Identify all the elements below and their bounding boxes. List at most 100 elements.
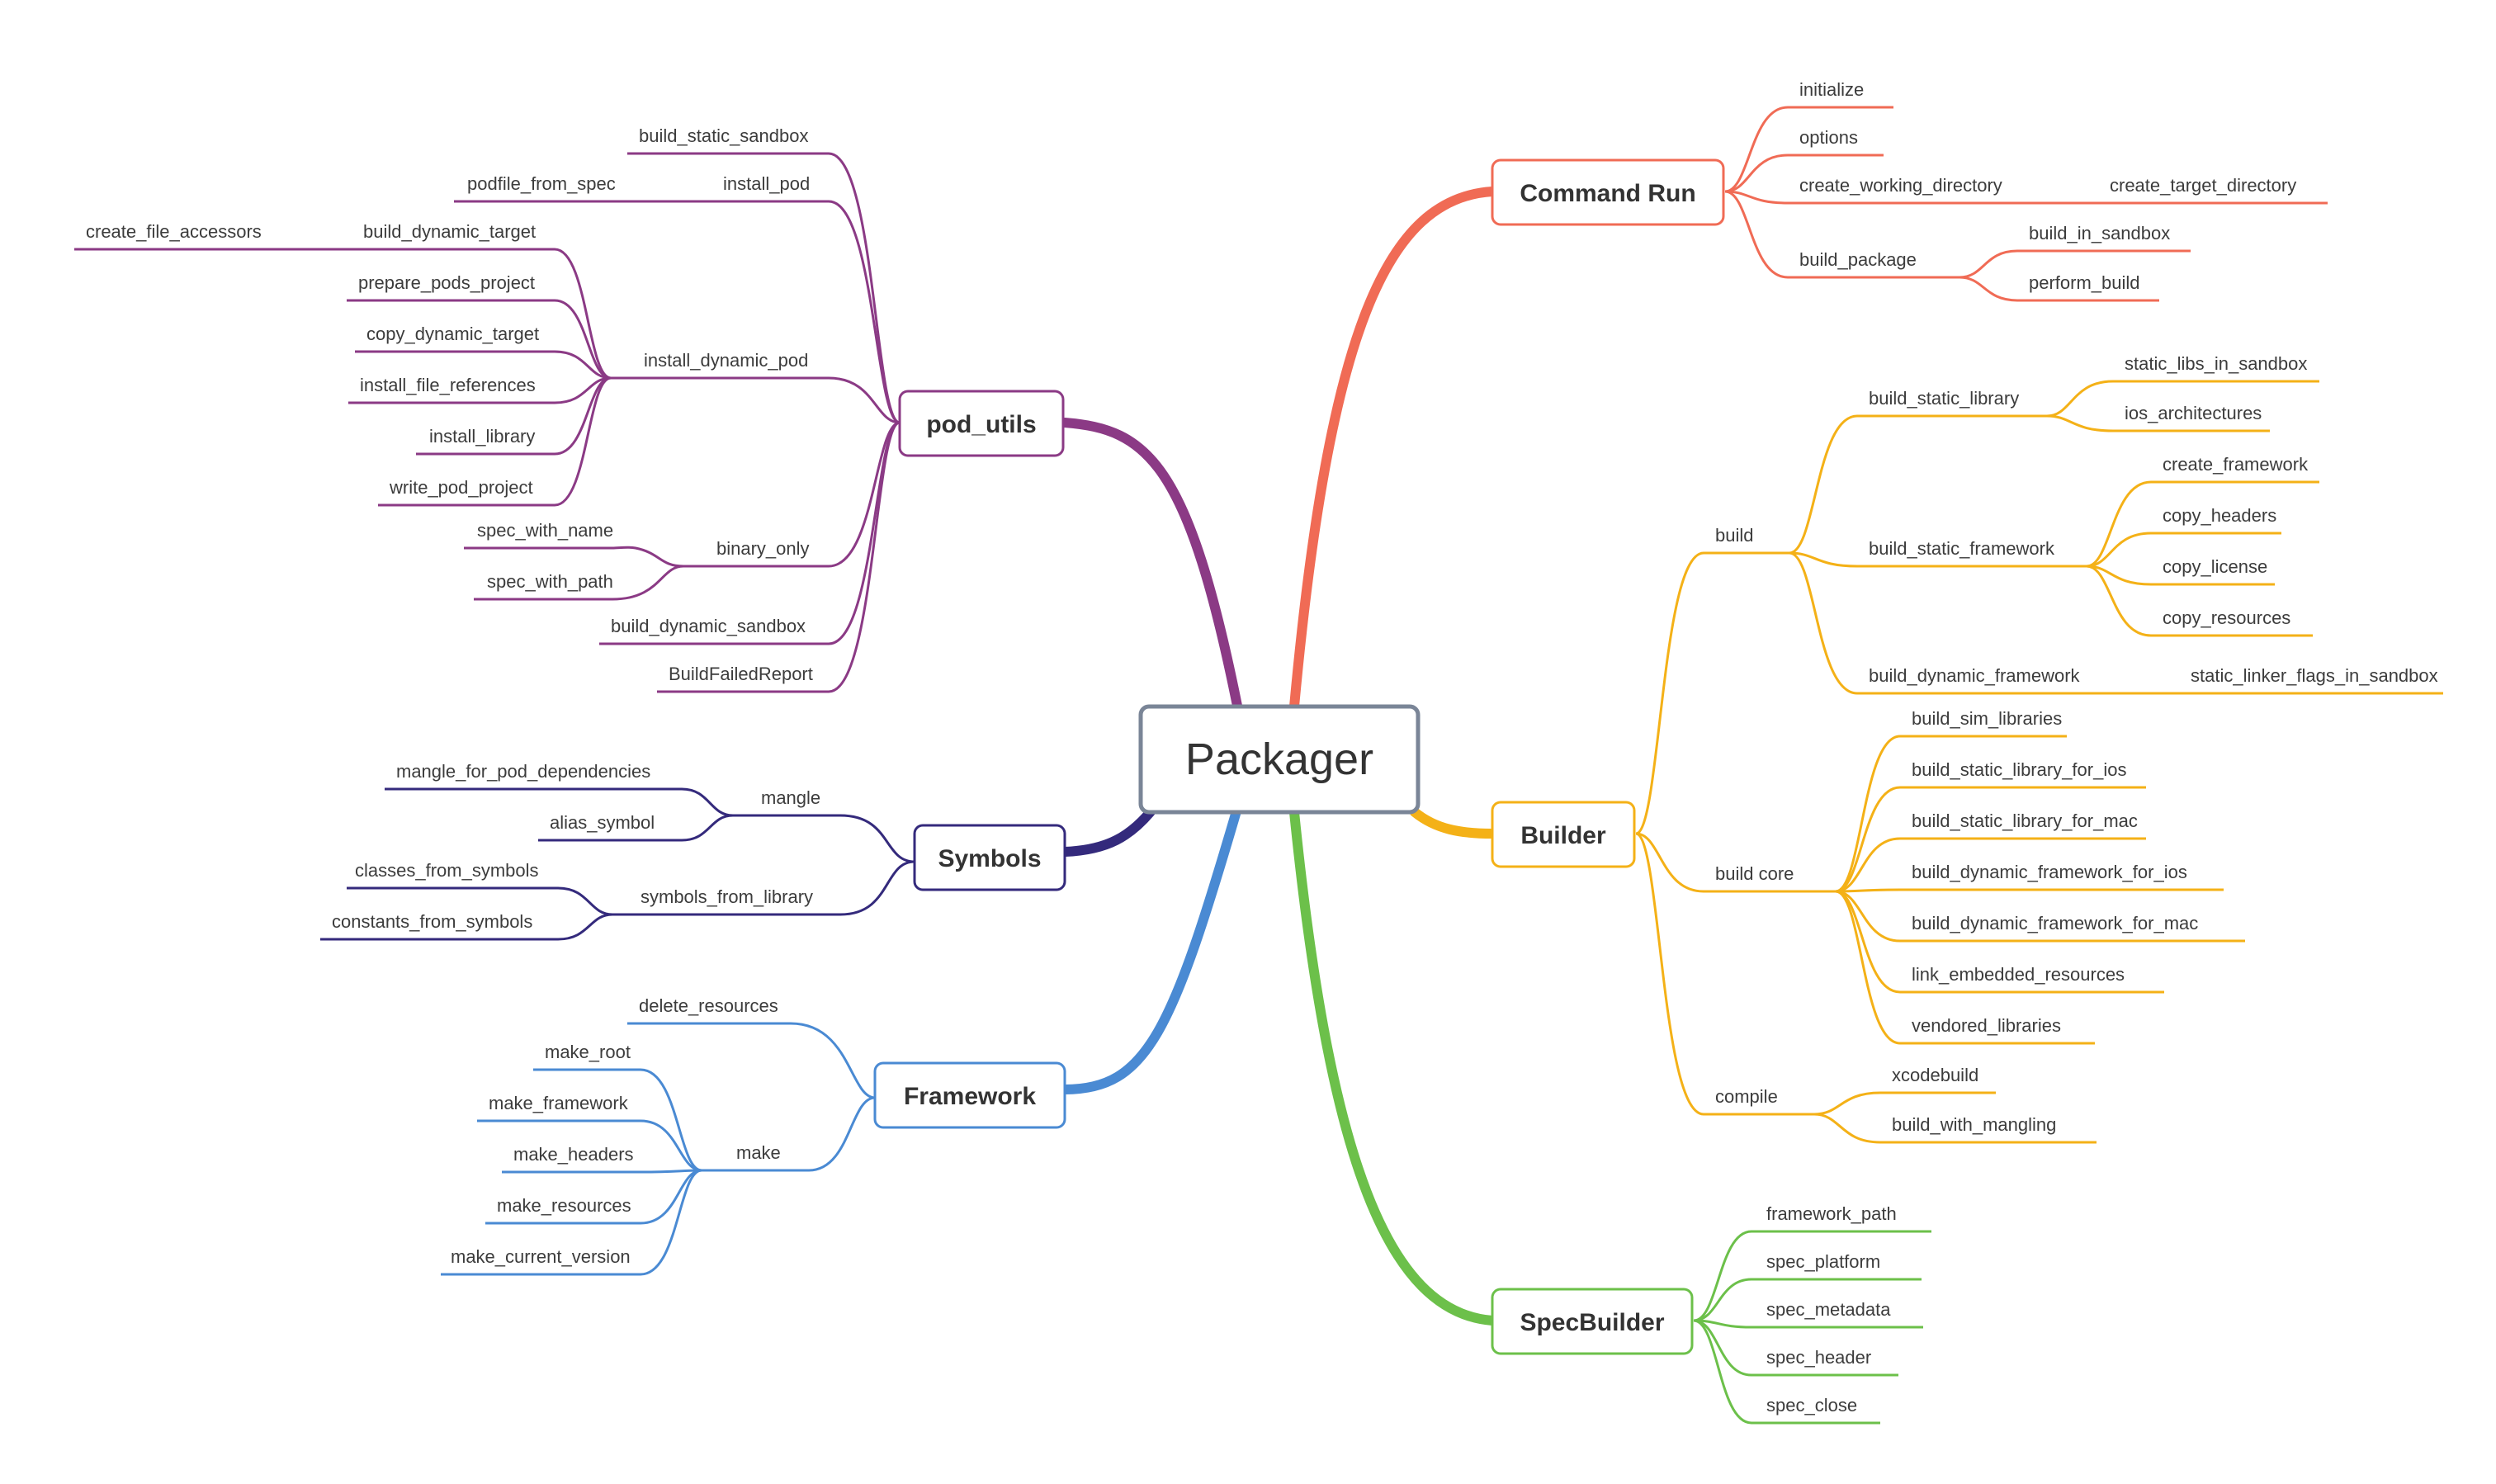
category-symbols[interactable]: Symbols — [913, 824, 1066, 891]
connector — [557, 886, 613, 916]
root-node[interactable]: Packager — [1138, 704, 1421, 815]
node-alias-symbol: alias_symbol — [550, 812, 655, 833]
connector — [1693, 1278, 1752, 1322]
category-command-run[interactable]: Command Run — [1491, 158, 1725, 226]
category-label: Framework — [904, 1083, 1036, 1110]
connector — [1724, 154, 1789, 193]
connector — [1789, 551, 1858, 568]
connector — [828, 152, 901, 424]
node-xcodebuild: xcodebuild — [1892, 1065, 1978, 1085]
node-link-embedded-resources: link_embedded_resources — [1912, 964, 2125, 985]
connector — [640, 1169, 702, 1174]
node-classes-from-symbols: classes_from_symbols — [355, 860, 539, 881]
node-copy-dynamic-target: copy_dynamic_target — [366, 324, 539, 344]
category-box — [1491, 801, 1636, 868]
node-build: build — [1715, 525, 1753, 546]
node-perform-build: perform_build — [2029, 272, 2140, 293]
node-spec-close: spec_close — [1766, 1395, 1857, 1415]
node-install-dynamic-pod: install_dynamic_pod — [644, 350, 808, 371]
trunk-framework — [1060, 801, 1243, 1094]
node-make-headers: make_headers — [513, 1144, 634, 1165]
node-make-current-version: make_current_version — [451, 1246, 631, 1267]
category-pod-utils[interactable]: pod_utils — [898, 390, 1065, 457]
node-write-pod-project: write_pod_project — [389, 477, 533, 498]
node-build-in-sandbox: build_in_sandbox — [2029, 223, 2170, 243]
node-build-static-library: build_static_library — [1869, 388, 2019, 409]
pod-utils-labels: build_static_sandbox install_pod podfile… — [86, 125, 813, 684]
connector — [828, 376, 901, 424]
connector — [2086, 532, 2152, 568]
node-make: make — [736, 1142, 781, 1163]
connector — [1813, 1091, 1881, 1116]
category-builder[interactable]: Builder — [1491, 801, 1636, 868]
node-install-pod: install_pod — [723, 173, 810, 194]
connector — [1959, 249, 2018, 279]
connector — [839, 860, 915, 916]
node-mangle: mangle — [761, 787, 820, 808]
connector — [790, 1022, 876, 1099]
category-label: Builder — [1520, 822, 1606, 849]
node-build-failed-report: BuildFailedReport — [669, 664, 813, 684]
node-build-dynamic-framework-for-mac: build_dynamic_framework_for_mac — [1912, 913, 2198, 933]
connector — [2046, 380, 2114, 418]
node-build-static-framework: build_static_framework — [1869, 538, 2055, 559]
node-create-framework: create_framework — [2163, 454, 2309, 475]
connector — [1835, 735, 1901, 893]
connector — [640, 1068, 702, 1172]
node-copy-headers: copy_headers — [2163, 505, 2276, 526]
connector — [1724, 106, 1789, 193]
category-specbuilder[interactable]: SpecBuilder — [1491, 1288, 1694, 1355]
node-static-libs-in-sandbox: static_libs_in_sandbox — [2125, 353, 2307, 374]
connector — [1789, 414, 1858, 555]
symbols-labels: mangle_for_pod_dependencies mangle alias… — [332, 761, 820, 932]
branch-command-run — [1724, 106, 2328, 302]
connector — [640, 1119, 702, 1172]
connector — [2086, 480, 2152, 568]
branch-specbuilder — [1693, 1230, 1931, 1425]
connector — [554, 376, 612, 456]
root-box — [1138, 704, 1421, 815]
node-make-resources: make_resources — [497, 1195, 631, 1216]
connector — [2086, 565, 2152, 637]
connector — [1724, 190, 1789, 279]
node-podfile-from-spec: podfile_from_spec — [467, 173, 616, 194]
node-create-target-directory: create_target_directory — [2110, 175, 2296, 196]
branch-framework — [441, 1022, 876, 1276]
node-make-root: make_root — [545, 1042, 631, 1062]
root-title: Packager — [1185, 735, 1373, 784]
node-build-dynamic-framework-for-ios: build_dynamic_framework_for_ios — [1912, 862, 2187, 882]
connector — [1693, 1319, 1752, 1377]
connector — [839, 814, 915, 863]
node-options: options — [1799, 127, 1858, 148]
node-binary-only: binary_only — [716, 538, 810, 559]
connector — [1635, 551, 1704, 835]
connector — [681, 814, 734, 842]
connector — [640, 1169, 702, 1276]
connector — [1693, 1230, 1752, 1322]
node-spec-platform: spec_platform — [1766, 1251, 1880, 1272]
category-framework[interactable]: Framework — [873, 1061, 1066, 1129]
category-label: Symbols — [938, 845, 1041, 872]
connector — [554, 248, 612, 380]
node-delete-resources: delete_resources — [639, 995, 778, 1016]
node-prepare-pods-project: prepare_pods_project — [358, 272, 535, 293]
connector — [828, 421, 901, 693]
framework-labels: delete_resources make_root make_framewor… — [451, 995, 781, 1267]
main-connectors — [1060, 187, 1497, 1326]
connector — [1724, 190, 1789, 205]
node-build-dynamic-sandbox: build_dynamic_sandbox — [611, 616, 806, 636]
connector — [554, 376, 612, 507]
node-build-static-sandbox: build_static_sandbox — [639, 125, 808, 146]
category-box — [913, 824, 1066, 891]
category-box — [1491, 158, 1725, 226]
node-constants-from-symbols: constants_from_symbols — [332, 911, 532, 932]
trunk-builder — [1410, 807, 1497, 839]
node-compile: compile — [1715, 1086, 1778, 1107]
category-label: SpecBuilder — [1520, 1309, 1664, 1336]
connector — [1693, 1319, 1752, 1425]
node-initialize: initialize — [1799, 79, 1864, 100]
builder-labels: static_libs_in_sandbox build_static_libr… — [1715, 353, 2438, 1135]
branch-symbols — [320, 787, 915, 941]
connector — [828, 200, 901, 424]
